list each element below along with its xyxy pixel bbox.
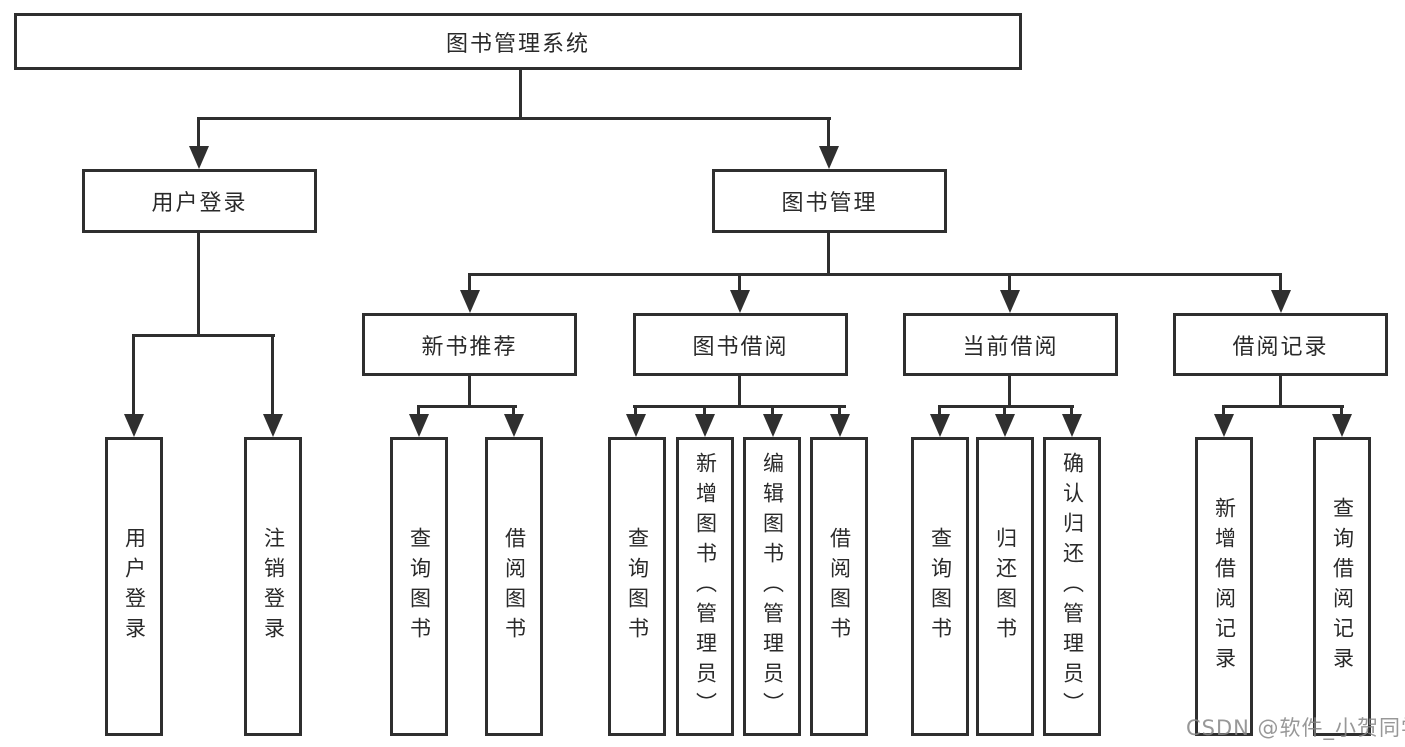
leaf-query-books-recommend: 查询图书 [390, 437, 448, 736]
node-book-borrowing: 图书借阅 [633, 313, 848, 376]
connector-line [634, 405, 637, 417]
node-book-management: 图书管理 [712, 169, 947, 233]
connector-line [838, 405, 841, 417]
connector-line [1222, 405, 1344, 408]
connector-arrowhead [504, 414, 524, 437]
connector-line [827, 117, 830, 149]
leaf-return-books: 归还图书 [976, 437, 1034, 736]
connector-arrowhead [1062, 414, 1082, 437]
connector-line [1008, 376, 1011, 408]
connector-line [468, 273, 471, 293]
connector-arrowhead [124, 414, 144, 437]
connector-arrowhead [189, 146, 209, 169]
leaf-query-books-borrow: 查询图书 [608, 437, 666, 736]
connector-line [938, 405, 1074, 408]
leaf-query-books-current: 查询图书 [911, 437, 969, 736]
connector-line [1279, 273, 1282, 293]
connector-arrowhead [460, 290, 480, 313]
connector-line [417, 405, 517, 408]
connector-line [519, 69, 522, 119]
connector-arrowhead [695, 414, 715, 437]
connector-line [468, 376, 471, 408]
node-new-book-recommendation: 新书推荐 [362, 313, 577, 376]
connector-line [771, 405, 774, 417]
leaf-borrow-books-recommend: 借阅图书 [485, 437, 543, 736]
leaf-confirm-return-admin: 确认归还（管理员） [1043, 437, 1101, 736]
connector-line [1070, 405, 1073, 417]
connector-arrowhead [730, 290, 750, 313]
connector-line [938, 405, 941, 417]
connector-line [197, 233, 200, 337]
connector-arrowhead [763, 414, 783, 437]
connector-arrowhead [263, 414, 283, 437]
connector-arrowhead [1332, 414, 1352, 437]
connector-line [827, 233, 830, 276]
connector-arrowhead [1271, 290, 1291, 313]
connector-line [1222, 405, 1225, 417]
connector-line [1003, 405, 1006, 417]
node-library-management-system: 图书管理系统 [14, 13, 1022, 70]
leaf-add-borrow-record: 新增借阅记录 [1195, 437, 1253, 736]
connector-arrowhead [626, 414, 646, 437]
connector-arrowhead [409, 414, 429, 437]
node-current-borrowing: 当前借阅 [903, 313, 1118, 376]
connector-line [132, 334, 135, 417]
connector-arrowhead [819, 146, 839, 169]
connector-line [703, 405, 706, 417]
node-borrowing-records: 借阅记录 [1173, 313, 1388, 376]
connector-line [1008, 273, 1011, 293]
connector-arrowhead [1214, 414, 1234, 437]
connector-line [132, 334, 275, 337]
connector-line [417, 405, 420, 417]
csdn-watermark: CSDN @软件_小贺同学 [1186, 716, 1405, 740]
connector-line [738, 273, 741, 293]
leaf-user-login: 用户登录 [105, 437, 163, 736]
connector-line [271, 334, 274, 417]
connector-line [197, 117, 831, 120]
leaf-query-borrow-record: 查询借阅记录 [1313, 437, 1371, 736]
connector-arrowhead [930, 414, 950, 437]
leaf-logout: 注销登录 [244, 437, 302, 736]
connector-arrowhead [1000, 290, 1020, 313]
connector-line [468, 273, 1282, 276]
leaf-borrow-books: 借阅图书 [810, 437, 868, 736]
connector-line [512, 405, 515, 417]
connector-line [633, 405, 846, 408]
leaf-add-books-admin: 新增图书（管理员） [676, 437, 734, 736]
node-user-login: 用户登录 [82, 169, 317, 233]
connector-line [1340, 405, 1343, 417]
connector-arrowhead [995, 414, 1015, 437]
connector-line [197, 117, 200, 149]
leaf-edit-books-admin: 编辑图书（管理员） [743, 437, 801, 736]
connector-line [1279, 376, 1282, 408]
connector-line [738, 376, 741, 408]
connector-arrowhead [830, 414, 850, 437]
